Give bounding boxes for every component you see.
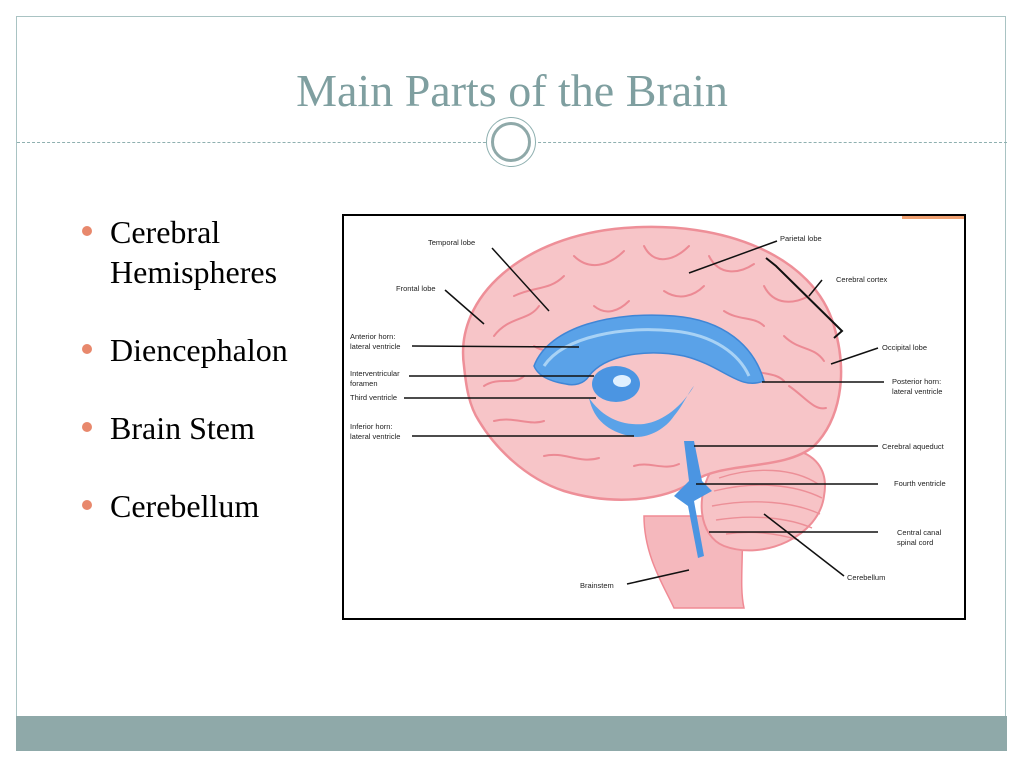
brain-illustration: Temporal lobe Parietal lobe Frontal lobe… <box>350 216 964 609</box>
label-occipital-lobe: Occipital lobe <box>882 343 927 352</box>
label-inferior-horn: Inferior horn: <box>350 422 393 431</box>
brain-diagram: Temporal lobe Parietal lobe Frontal lobe… <box>342 214 966 620</box>
slide-title: Main Parts of the Brain <box>296 65 728 116</box>
label-frontal-lobe: Frontal lobe <box>396 284 436 293</box>
label-anterior-horn: Anterior horn: <box>350 332 395 341</box>
label-interventricular: Interventricular <box>350 369 400 378</box>
label-parietal-lobe: Parietal lobe <box>780 234 822 243</box>
label-anterior-horn-2: lateral ventricle <box>350 342 400 351</box>
label-posterior-horn-2: lateral ventricle <box>892 387 942 396</box>
label-inferior-horn-2: lateral ventricle <box>350 432 400 441</box>
divider-ornament <box>486 117 536 167</box>
label-temporal-lobe: Temporal lobe <box>428 238 475 247</box>
label-brainstem: Brainstem <box>580 581 614 590</box>
bullet-dot-icon <box>82 500 92 510</box>
bullet-dot-icon <box>82 344 92 354</box>
label-posterior-horn: Posterior horn: <box>892 377 941 386</box>
label-interventricular-2: foramen <box>350 379 378 388</box>
bullet-dot-icon <box>82 422 92 432</box>
bullet-item: Diencephalon <box>80 330 330 370</box>
label-cerebellum: Cerebellum <box>847 573 885 582</box>
label-central-canal: Central canal <box>897 528 942 537</box>
label-fourth-ventricle: Fourth ventricle <box>894 479 946 488</box>
label-cerebral-cortex: Cerebral cortex <box>836 275 888 284</box>
footer-bar <box>16 716 1007 751</box>
bullet-item: Cerebral Hemispheres <box>80 212 330 292</box>
bullet-item: Brain Stem <box>80 408 330 448</box>
bullet-list: Cerebral Hemispheres Diencephalon Brain … <box>80 212 330 564</box>
label-cerebral-aqueduct: Cerebral aqueduct <box>882 442 945 451</box>
bullet-dot-icon <box>82 226 92 236</box>
bullet-item: Cerebellum <box>80 486 330 526</box>
label-central-canal-2: spinal cord <box>897 538 933 547</box>
label-third-ventricle: Third ventricle <box>350 393 397 402</box>
